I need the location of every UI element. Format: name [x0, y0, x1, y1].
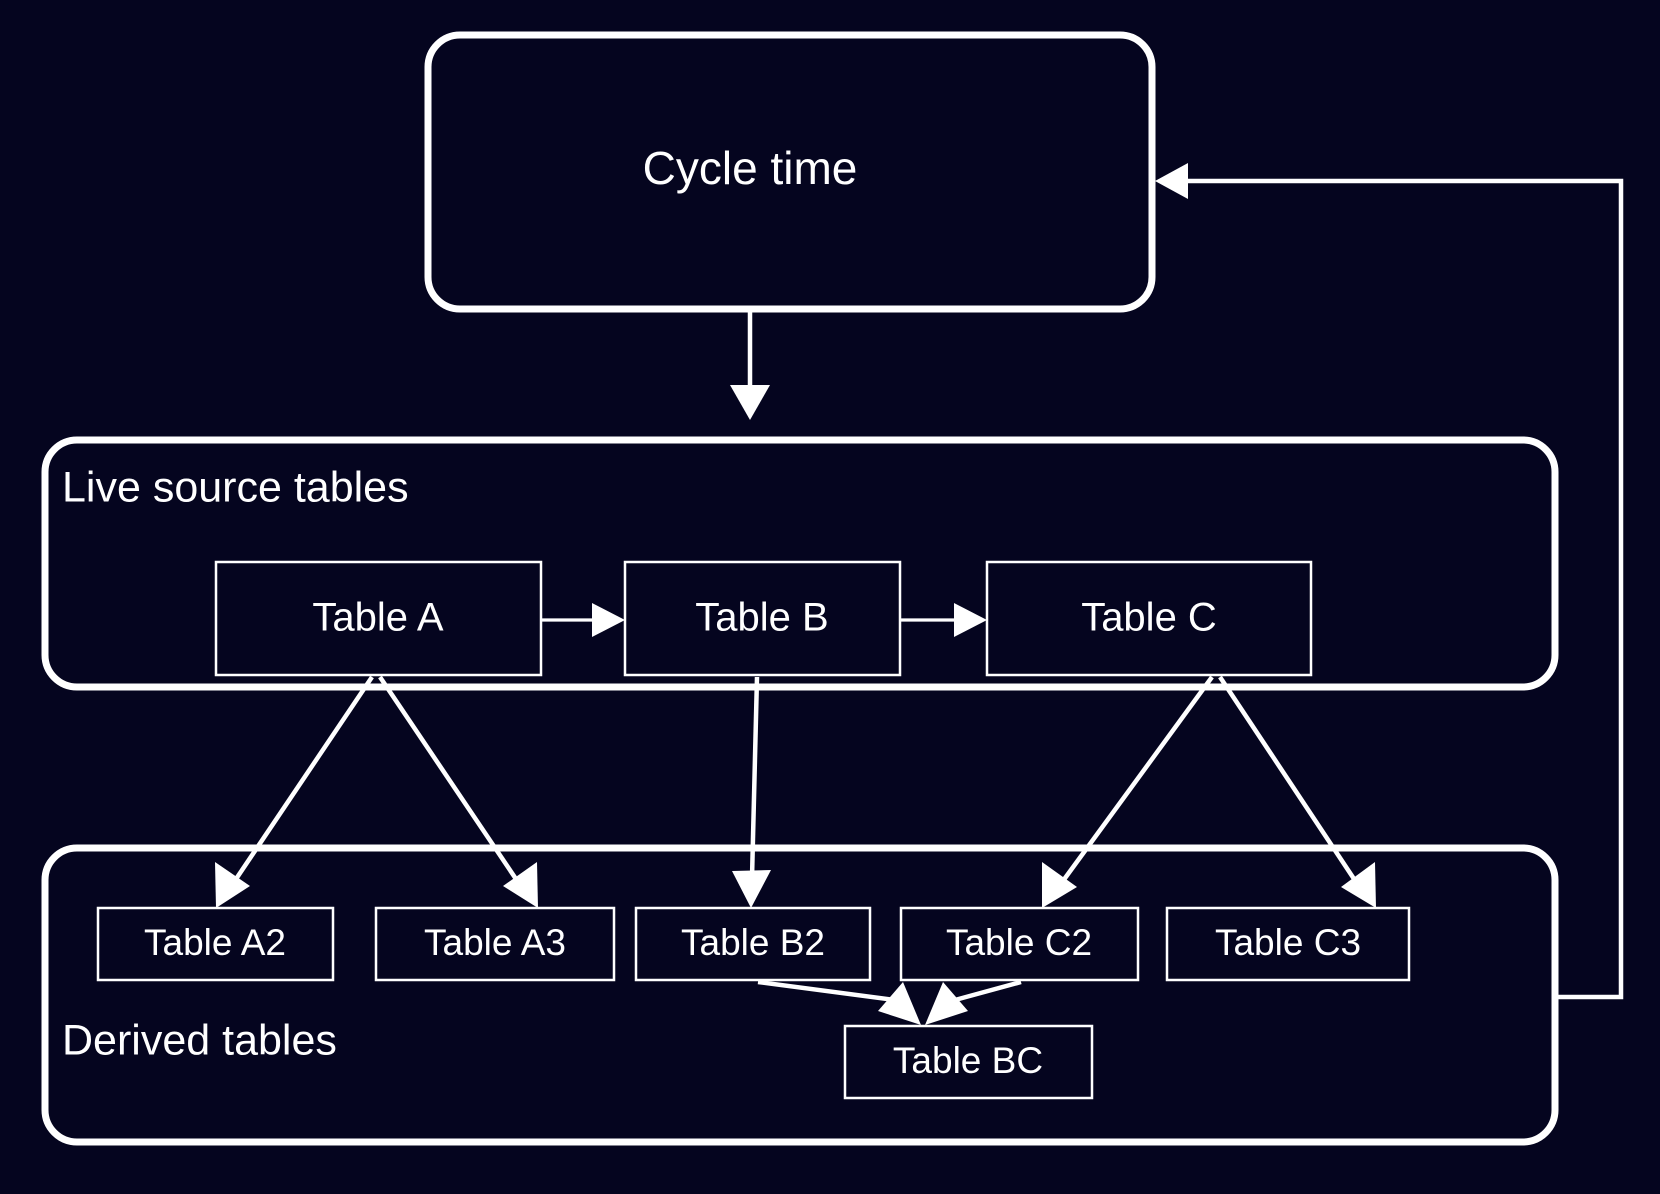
table-b2-label: Table B2	[681, 922, 825, 963]
edge-table-a-to-table-a2	[215, 675, 374, 908]
b-to-b2-arrowhead	[732, 870, 771, 908]
table-c2-box[interactable]	[899, 906, 1140, 982]
cycle-time-box[interactable]	[424, 31, 1156, 313]
edge-table-b-to-table-c	[900, 603, 987, 637]
table-a-label: Table A	[312, 596, 444, 640]
a-to-b-arrowhead	[592, 603, 625, 637]
feedback-loop-arrowhead	[1155, 163, 1188, 199]
edge-table-a-to-table-b	[541, 603, 625, 637]
a-to-a3-arrowhead	[503, 862, 538, 908]
table-b-label: Table B	[695, 596, 828, 640]
b-to-c-arrowhead	[954, 603, 987, 637]
c2-to-bc-arrowhead	[925, 982, 968, 1025]
table-c-label: Table C	[1081, 596, 1217, 640]
table-a2-label: Table A2	[144, 922, 286, 963]
c-to-c3-arrowhead	[1341, 862, 1376, 908]
table-a3-label: Table A3	[424, 922, 566, 963]
node-table-c2[interactable]: Table C2	[899, 906, 1140, 982]
edge-cycle-time-to-live-source	[730, 312, 770, 420]
edge-table-b-to-table-b2	[732, 676, 771, 908]
group-live-source-tables[interactable]: Live source tables	[41, 436, 1559, 691]
b2-to-bc-path	[757, 979, 896, 1003]
c-to-c2-path	[1058, 675, 1214, 887]
c-to-c3-path	[1218, 675, 1360, 887]
node-table-c[interactable]: Table C	[985, 560, 1313, 677]
a-to-a3-path	[378, 675, 522, 887]
node-table-b2[interactable]: Table B2	[634, 906, 872, 982]
node-table-bc[interactable]: Table BC	[843, 1024, 1094, 1100]
table-bc-box[interactable]	[843, 1024, 1094, 1100]
c2-to-bc-path	[954, 979, 1022, 1003]
group-derived-tables[interactable]: Derived tables	[41, 844, 1559, 1146]
cycle-to-live-arrowhead	[730, 385, 770, 420]
b2-to-bc-arrowhead	[878, 982, 921, 1025]
b-to-b2-path	[749, 676, 760, 879]
c-to-c2-arrowhead	[1042, 862, 1077, 908]
live-source-tables-frame[interactable]	[41, 436, 1559, 691]
table-bc-label: Table BC	[893, 1040, 1043, 1081]
edge-derived-to-cycle-time	[1155, 163, 1624, 1000]
table-c3-box[interactable]	[1165, 906, 1411, 982]
edge-table-c2-to-table-bc	[925, 979, 1022, 1025]
a-to-a2-arrowhead	[215, 862, 250, 908]
edge-table-c-to-table-c2	[1042, 675, 1214, 908]
table-b2-box[interactable]	[634, 906, 872, 982]
table-c2-label: Table C2	[946, 922, 1092, 963]
edge-table-b2-to-table-bc	[757, 979, 921, 1025]
table-a2-box[interactable]	[96, 906, 335, 982]
node-table-a[interactable]: Table A	[214, 560, 543, 677]
derived-tables-frame[interactable]	[41, 844, 1559, 1146]
derived-tables-label: Derived tables	[62, 1016, 337, 1064]
cycle-time-node[interactable]: Cycle time	[424, 31, 1156, 313]
node-table-c3[interactable]: Table C3	[1165, 906, 1411, 982]
node-table-a2[interactable]: Table A2	[96, 906, 335, 982]
table-c3-label: Table C3	[1215, 922, 1361, 963]
live-source-tables-label: Live source tables	[62, 463, 409, 511]
table-c-box[interactable]	[985, 560, 1313, 677]
node-table-a3[interactable]: Table A3	[374, 906, 616, 982]
table-a3-box[interactable]	[374, 906, 616, 982]
a-to-a2-path	[230, 675, 374, 887]
node-table-b[interactable]: Table B	[623, 560, 902, 677]
edge-table-a-to-table-a3	[378, 675, 538, 908]
cycle-time-label: Cycle time	[643, 142, 858, 194]
feedback-loop-path	[1178, 178, 1624, 1000]
edge-table-c-to-table-c3	[1218, 675, 1376, 908]
